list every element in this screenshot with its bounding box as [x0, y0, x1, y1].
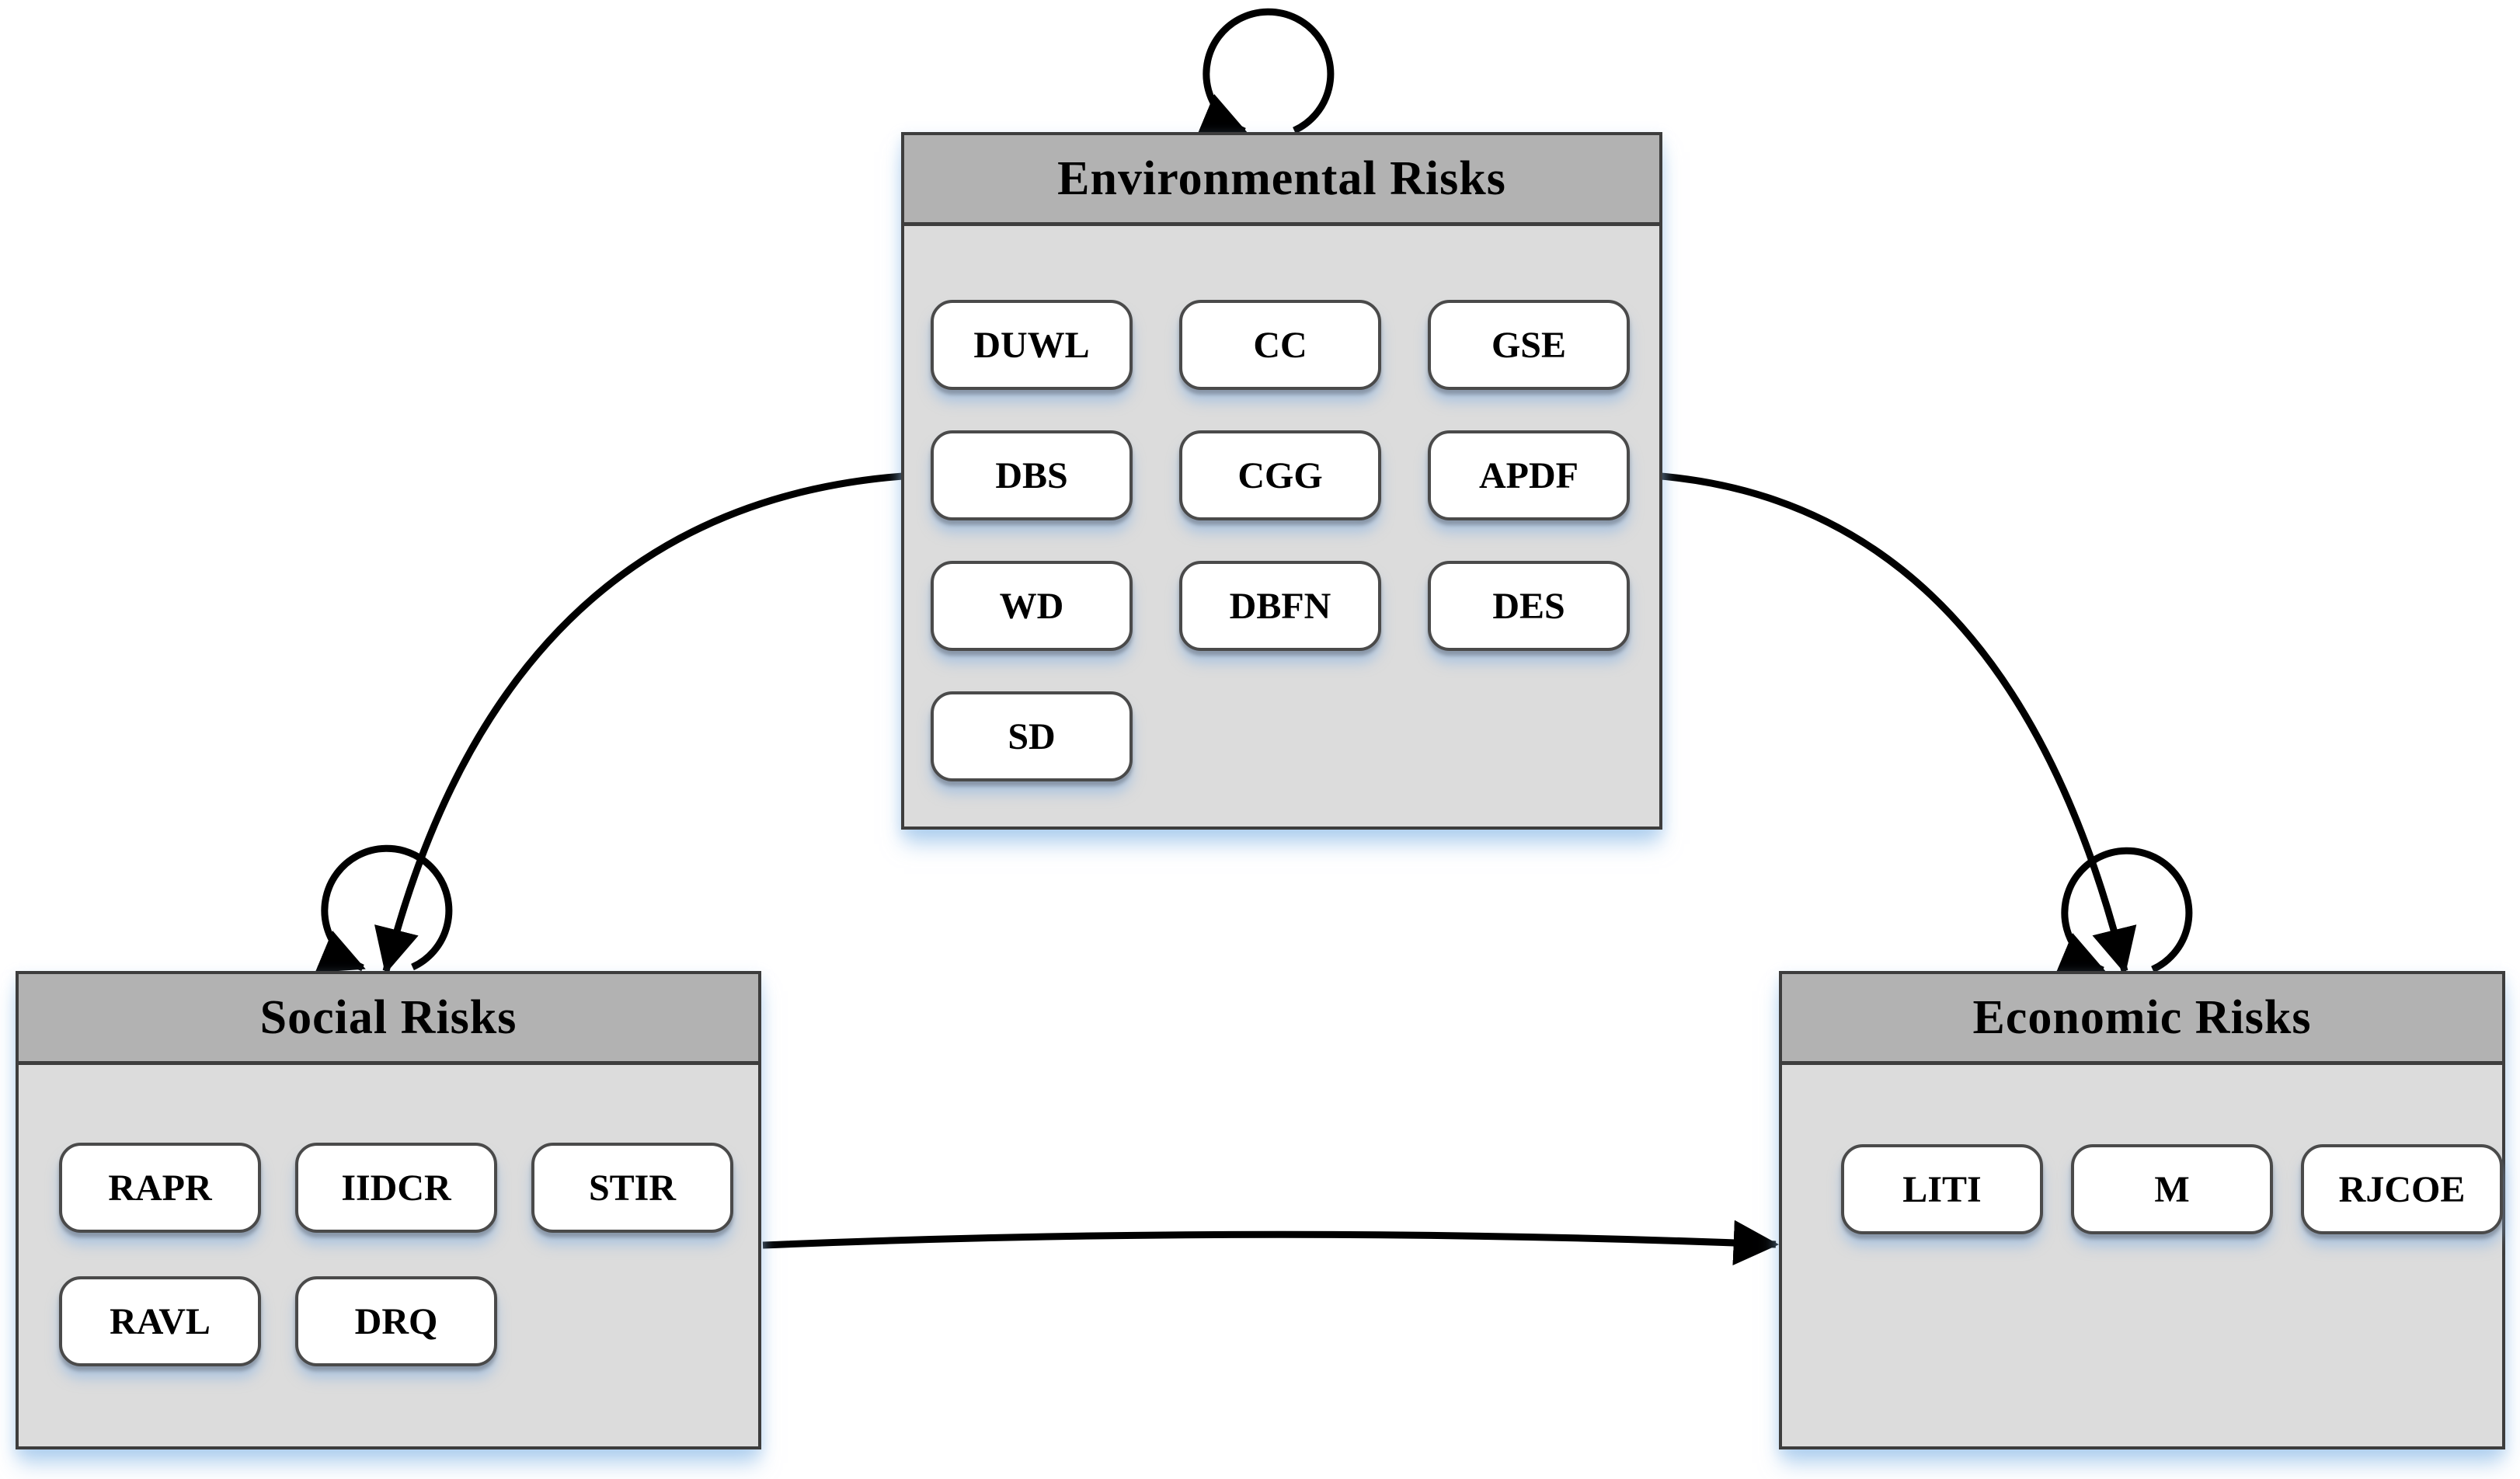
edge-environmental-to-social [374, 472, 914, 974]
chip-apdf: APDF [1428, 430, 1630, 520]
chip-sd: SD [931, 691, 1133, 781]
chip-dbfn: DBFN [1179, 561, 1381, 651]
node-economic-risks-body: LITI M RJCOE [1782, 1065, 2503, 1234]
chip-dbs: DBS [931, 430, 1133, 520]
edge-economic-self-loop [2055, 847, 2193, 975]
node-economic-risks-title: Economic Risks [1782, 974, 2502, 1065]
edge-social-to-economic [762, 1220, 1780, 1266]
chip-stir: STIR [531, 1143, 733, 1233]
chip-ravl: RAVL [59, 1276, 261, 1366]
chip-cgg: CGG [1179, 430, 1381, 520]
chip-cc: CC [1179, 300, 1381, 390]
node-economic-risks: Economic Risks LITI M RJCOE [1779, 971, 2505, 1449]
chip-liti: LITI [1841, 1144, 2043, 1234]
edge-environmental-to-economic [1651, 472, 2137, 974]
chip-m: M [2071, 1144, 2273, 1234]
chip-rjcoe: RJCOE [2301, 1144, 2503, 1234]
node-social-risks: Social Risks RAPR IIDCR STIR RAVL DRQ [16, 971, 761, 1449]
edge-environmental-self-loop [1196, 8, 1335, 136]
chip-drq: DRQ [295, 1276, 497, 1366]
node-environmental-risks: Environmental Risks DUWL CC GSE DBS CGG … [901, 132, 1662, 830]
node-environmental-risks-body: DUWL CC GSE DBS CGG APDF WD DBFN DES SD [904, 226, 1659, 781]
node-social-risks-body: RAPR IIDCR STIR RAVL DRQ [19, 1065, 758, 1366]
edge-social-self-loop [315, 844, 453, 973]
chip-duwl: DUWL [931, 300, 1133, 390]
chip-gse: GSE [1428, 300, 1630, 390]
node-environmental-risks-title: Environmental Risks [904, 135, 1659, 226]
chip-rapr: RAPR [59, 1143, 261, 1233]
node-social-risks-title: Social Risks [19, 974, 758, 1065]
chip-iidcr: IIDCR [295, 1143, 497, 1233]
chip-wd: WD [931, 561, 1133, 651]
chip-des: DES [1428, 561, 1630, 651]
